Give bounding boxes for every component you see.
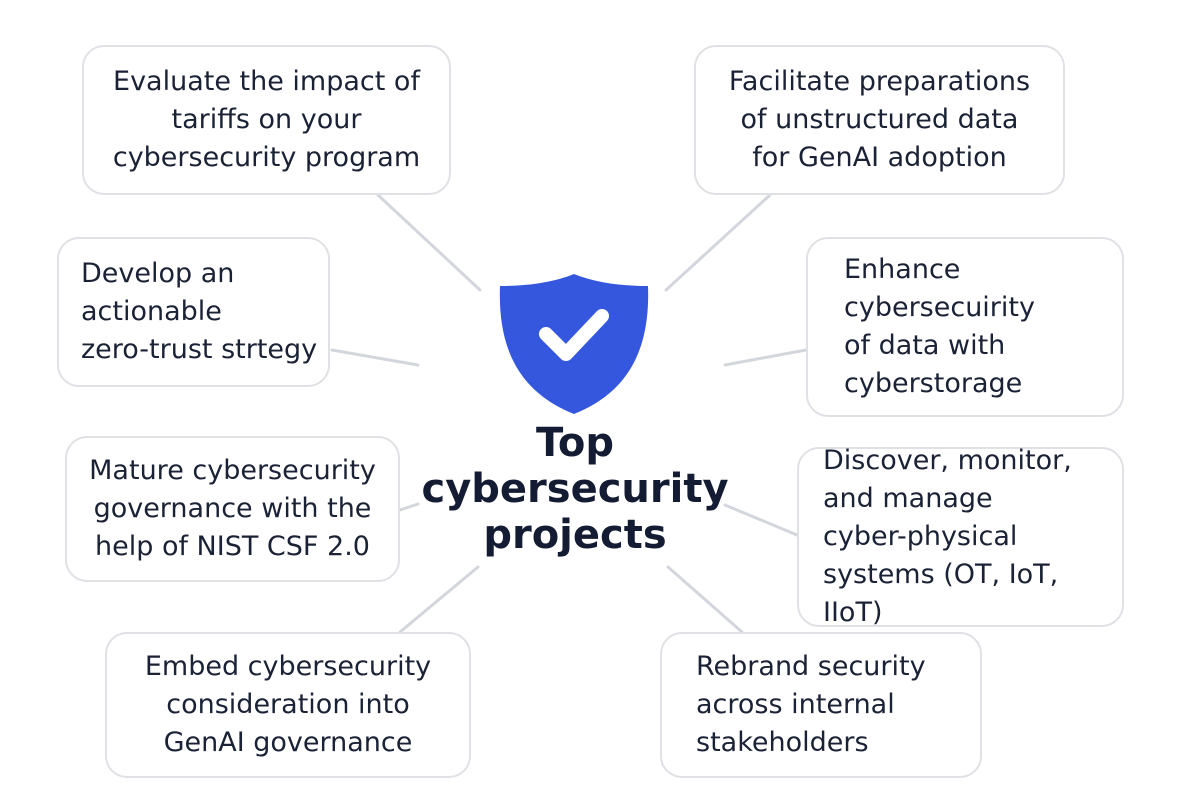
project-text: Facilitate preparations of unstructured …: [728, 66, 1031, 173]
connector-line: [330, 348, 420, 367]
project-box-genai-data: Facilitate preparations of unstructured …: [694, 45, 1065, 195]
project-box-cyber-physical: Discover, monitor, and manage cyber-phys…: [797, 445, 1124, 628]
connector-line: [723, 348, 808, 367]
connector-line: [398, 502, 420, 512]
connector-line: [376, 193, 482, 292]
project-text: Discover, monitor, and manage cyber-phys…: [823, 445, 1072, 628]
project-text: Rebrand security across internal stakeho…: [696, 651, 926, 758]
center-title: Top cybersecurity projects: [421, 420, 729, 558]
project-text: Evaluate the impact of tariffs on your c…: [112, 66, 421, 173]
project-box-cyberstorage: Enhance cybersecuirity of data with cybe…: [806, 237, 1124, 417]
connector-line: [666, 565, 744, 634]
connector-line: [398, 565, 480, 634]
project-text: Develop an actionable zero-trust strtegy: [81, 258, 318, 365]
project-box-genai-governance: Embed cybersecurity consideration into G…: [105, 632, 471, 778]
project-box-nist-governance: Mature cybersecurity governance with the…: [65, 436, 400, 582]
connector-line: [723, 503, 799, 537]
project-text: Enhance cybersecuirity of data with cybe…: [844, 254, 1035, 399]
project-text: Mature cybersecurity governance with the…: [89, 455, 376, 562]
checkmark-shape: [539, 309, 609, 361]
connector-line: [664, 193, 772, 292]
project-box-rebrand-security: Rebrand security across internal stakeho…: [660, 632, 982, 778]
project-box-tariffs: Evaluate the impact of tariffs on your c…: [82, 45, 451, 195]
project-box-zero-trust: Develop an actionable zero-trust strtegy: [57, 237, 330, 387]
project-text: Embed cybersecurity consideration into G…: [144, 651, 432, 758]
shield-check-icon: [499, 274, 649, 414]
